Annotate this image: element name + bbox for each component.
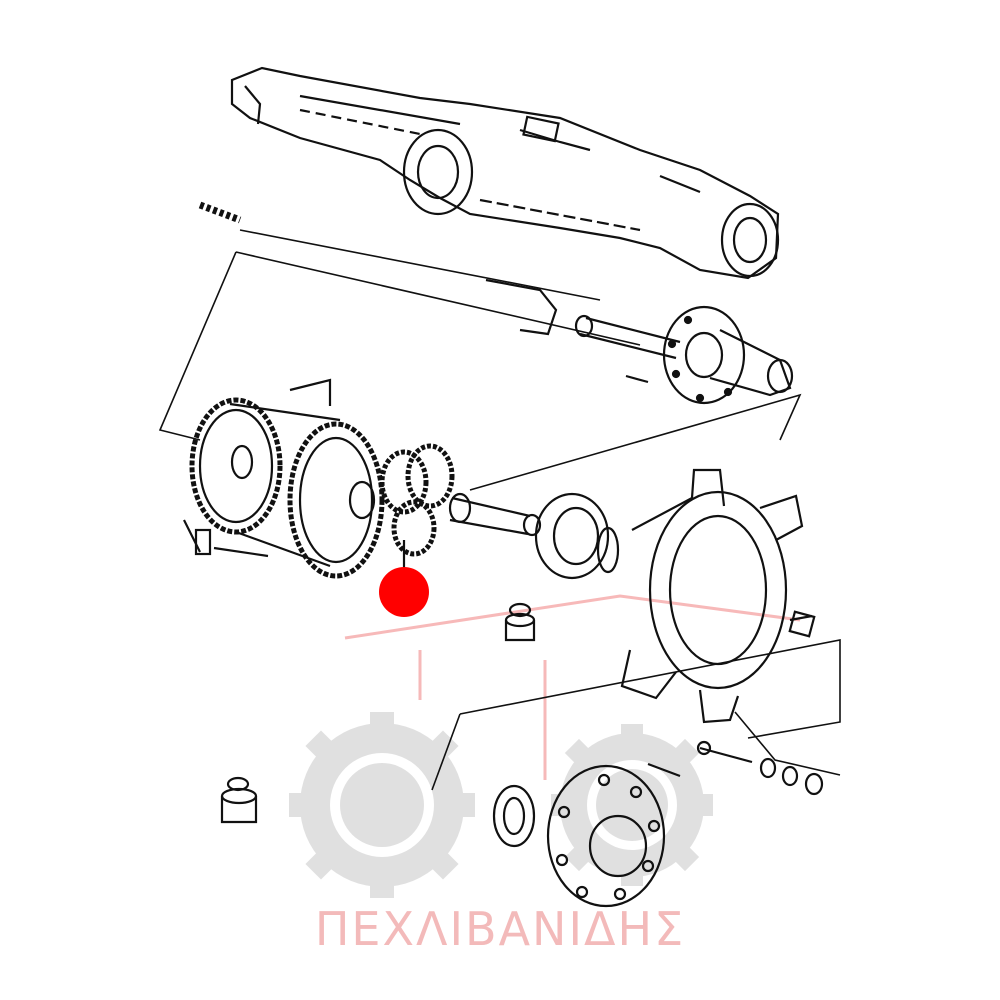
bearing <box>534 492 620 580</box>
bushing-left <box>220 776 258 824</box>
sun-shaft <box>448 492 542 537</box>
watermark-gear-left-icon <box>289 712 475 898</box>
ring-gear-carrier <box>183 378 385 579</box>
bolt-washer-nut-set <box>647 740 824 796</box>
half-shaft <box>485 278 794 405</box>
axle-housing <box>198 66 780 280</box>
hub-carrier <box>620 468 816 724</box>
assembly-guide-lines <box>158 229 841 791</box>
wheel-hub <box>492 764 666 908</box>
watermark-logo <box>289 594 801 898</box>
bushing-center <box>504 602 536 642</box>
watermark-gear-right-icon <box>551 724 713 886</box>
planetary-gears <box>348 443 455 568</box>
red-dot-marker <box>379 567 429 617</box>
watermark-tractor-outline <box>344 594 801 780</box>
watermark-text: ΠΕΧΛΙΒΑΝΙΔΗΣ <box>314 902 686 956</box>
